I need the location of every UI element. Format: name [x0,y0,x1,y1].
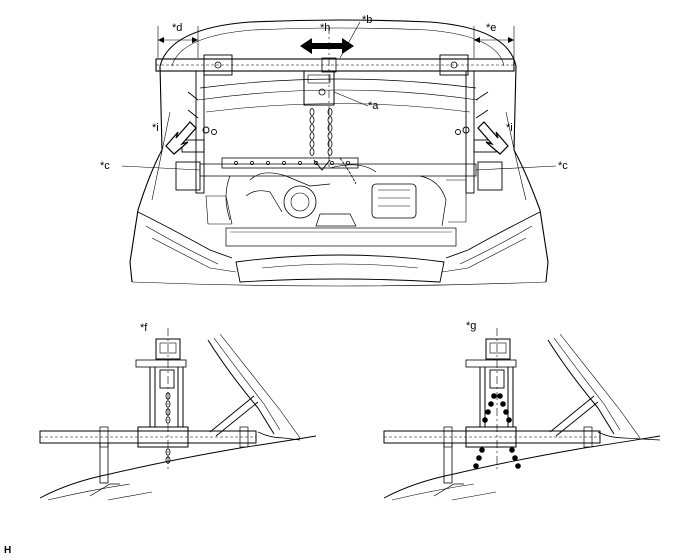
callout-b: *b [362,14,373,26]
callout-e: *e [486,22,497,34]
lifting-beam [155,58,515,72]
slide-arrow [300,38,354,54]
right-support-stand [455,70,503,194]
callout-c-left: *c [100,160,110,172]
callout-i-left: *i [152,122,159,134]
vehicle-front-view [121,19,557,287]
left-lift-arrow [165,121,197,155]
callout-i-right: *i [506,122,513,134]
left-support-stand [175,70,217,194]
callout-d: *d [172,22,183,34]
callout-f: *f [140,322,148,334]
hoist-chain [309,108,357,185]
side-view-f [39,328,317,501]
raised-hood [159,19,517,67]
figure-code: H [4,545,12,556]
right-lift-arrow [477,121,509,155]
callout-g: *g [466,320,477,332]
callout-c-right: *c [558,160,568,172]
side-view-g [383,328,661,501]
callout-a: *a [368,100,379,112]
callout-h: *h [320,22,331,34]
